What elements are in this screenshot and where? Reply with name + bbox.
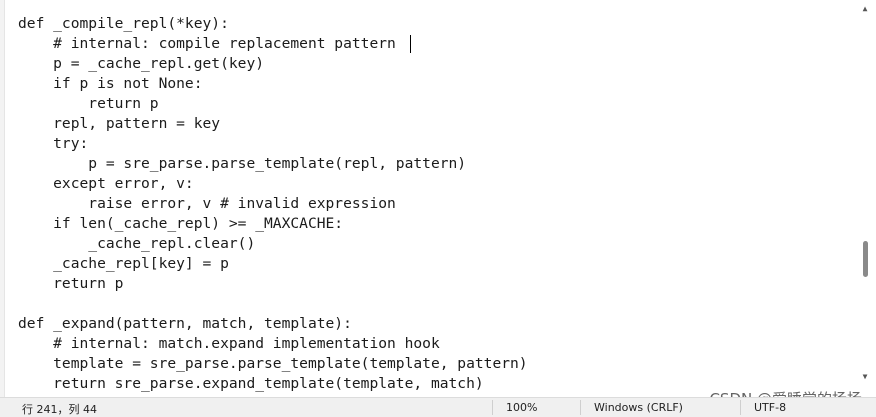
code-line: return p [18, 95, 159, 112]
code-line: _cache_repl.clear() [18, 235, 256, 252]
status-divider [580, 400, 581, 415]
status-divider [740, 400, 741, 415]
vertical-scrollbar[interactable]: ▲ ▼ [854, 0, 876, 398]
code-line: _cache_repl[key] = p [18, 255, 229, 272]
code-line: repl, pattern = key [18, 115, 221, 132]
scrollbar-thumb[interactable] [863, 241, 868, 277]
code-line [18, 294, 528, 314]
chevron-up-icon[interactable]: ▲ [862, 4, 868, 13]
code-line: return sre_parse.expand_template(templat… [18, 375, 484, 392]
status-bar: 行 241，列 44 100% Windows (CRLF) UTF-8 [0, 397, 876, 417]
status-divider [492, 400, 493, 415]
encoding[interactable]: UTF-8 [754, 401, 787, 414]
code-line: # internal: compile replacement pattern [18, 35, 396, 52]
code-line: p = _cache_repl.get(key) [18, 55, 265, 72]
code-line: def _expand(pattern, match, template): [18, 315, 352, 332]
chevron-down-icon[interactable]: ▼ [862, 372, 868, 381]
code-line: def _compile_repl(*key): [18, 15, 229, 32]
code-text[interactable]: def _compile_repl(*key): # internal: com… [18, 14, 528, 392]
code-line: # internal: match.expand implementation … [18, 335, 440, 352]
code-line: return p [18, 275, 124, 292]
line-ending[interactable]: Windows (CRLF) [594, 401, 683, 414]
code-line: template = sre_parse.parse_template(temp… [18, 355, 528, 372]
code-line: p = sre_parse.parse_template(repl, patte… [18, 155, 467, 172]
text-editor-area[interactable]: def _compile_repl(*key): # internal: com… [6, 0, 852, 392]
code-line: raise error, v # invalid expression [18, 195, 396, 212]
code-line: except error, v: [18, 175, 194, 192]
text-caret [410, 35, 411, 53]
window-left-edge [0, 0, 5, 398]
code-line: try: [18, 135, 89, 152]
code-line: if p is not None: [18, 75, 203, 92]
code-line: if len(_cache_repl) >= _MAXCACHE: [18, 215, 344, 232]
zoom-level[interactable]: 100% [506, 401, 538, 414]
cursor-position: 行 241，列 44 [22, 403, 97, 416]
